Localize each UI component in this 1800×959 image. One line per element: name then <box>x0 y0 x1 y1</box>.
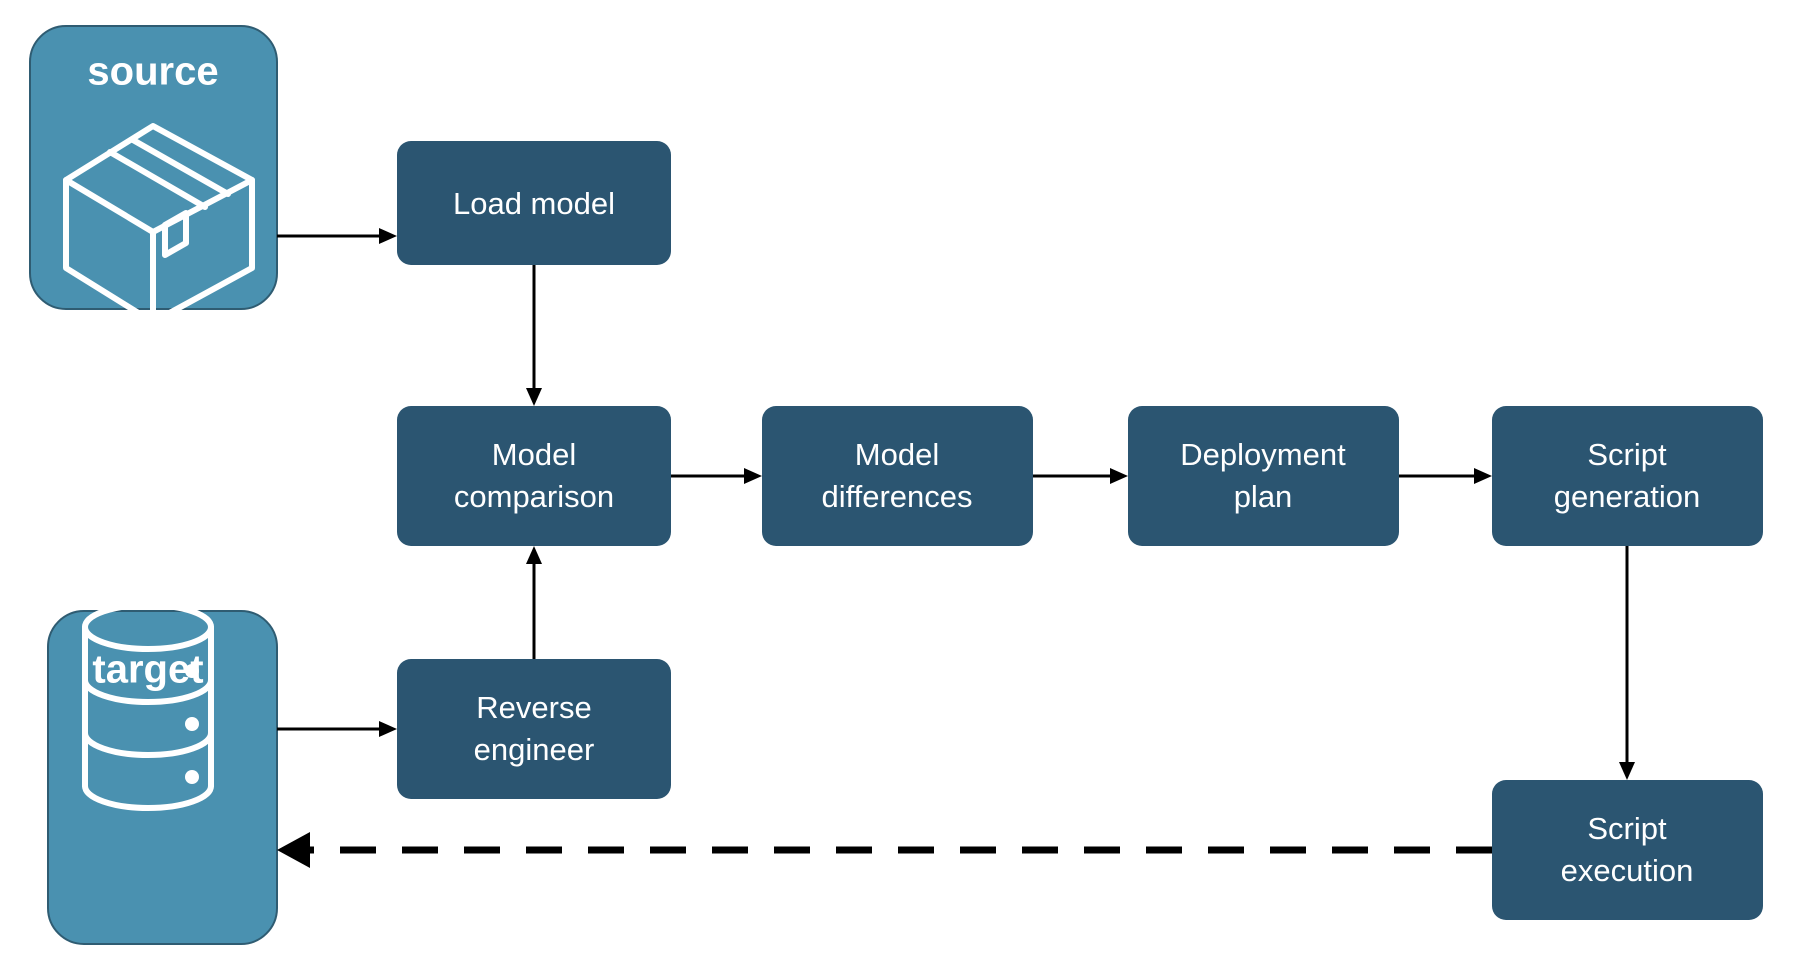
node-target[interactable]: target <box>47 602 278 945</box>
connector-script-execution-to-target <box>277 832 1492 868</box>
connector-deployment-plan-to-script-generation <box>1399 468 1492 484</box>
arrow-head-icon <box>744 468 762 484</box>
deployment-plan-label-line-1: Deployment <box>1180 437 1346 472</box>
deployment-plan-shape[interactable] <box>1128 406 1399 546</box>
model-differences-label-line-2: differences <box>821 479 972 514</box>
connector-source-to-load-model <box>277 228 397 244</box>
connector-target-to-reverse-engineer <box>277 721 397 737</box>
database-cylinder-icon <box>82 602 214 811</box>
node-script-generation[interactable]: Script generation <box>1492 406 1763 546</box>
deployment-plan-label-line-2: plan <box>1234 479 1293 514</box>
connector-model-differences-to-deployment-plan <box>1033 468 1128 484</box>
script-execution-label-line-1: Script <box>1587 811 1667 846</box>
model-comparison-label-line-2: comparison <box>454 479 614 514</box>
reverse-engineer-shape[interactable] <box>397 659 671 799</box>
arrow-head-icon <box>526 388 542 406</box>
arrow-head-icon <box>526 546 542 564</box>
connector-script-generation-to-script-execution <box>1619 546 1635 780</box>
node-script-execution[interactable]: Script execution <box>1492 780 1763 920</box>
connector-load-model-to-model-comparison <box>526 265 542 406</box>
script-execution-label-line-2: execution <box>1561 853 1694 888</box>
node-load-model[interactable]: Load model <box>397 141 671 265</box>
target-node-label: target <box>92 648 203 692</box>
connector-model-comparison-to-model-differences <box>671 468 762 484</box>
connector-reverse-engineer-to-model-comparison <box>526 546 542 659</box>
node-reverse-engineer[interactable]: Reverse engineer <box>397 659 671 799</box>
script-execution-shape[interactable] <box>1492 780 1763 920</box>
load-model-shape[interactable] <box>397 141 671 265</box>
model-differences-label-line-1: Model <box>855 437 939 472</box>
model-comparison-label-line-1: Model <box>492 437 576 472</box>
source-node-label: source <box>87 50 218 94</box>
reverse-engineer-label-line-2: engineer <box>474 732 595 767</box>
node-model-comparison[interactable]: Model comparison <box>397 406 671 546</box>
script-generation-label-line-2: generation <box>1554 479 1701 514</box>
package-box-icon <box>63 123 255 325</box>
arrow-head-icon <box>1474 468 1492 484</box>
arrow-head-icon <box>1619 762 1635 780</box>
arrow-head-icon <box>379 721 397 737</box>
script-generation-label-line-1: Script <box>1587 437 1667 472</box>
script-generation-shape[interactable] <box>1492 406 1763 546</box>
node-source[interactable]: source <box>29 25 278 325</box>
model-comparison-shape[interactable] <box>397 406 671 546</box>
arrow-head-icon <box>1110 468 1128 484</box>
reverse-engineer-label-line-1: Reverse <box>476 690 591 725</box>
model-differences-shape[interactable] <box>762 406 1033 546</box>
load-model-label-line-1: Load model <box>453 186 615 221</box>
node-model-differences[interactable]: Model differences <box>762 406 1033 546</box>
node-deployment-plan[interactable]: Deployment plan <box>1128 406 1399 546</box>
arrow-head-icon <box>379 228 397 244</box>
arrow-head-icon <box>277 832 310 868</box>
